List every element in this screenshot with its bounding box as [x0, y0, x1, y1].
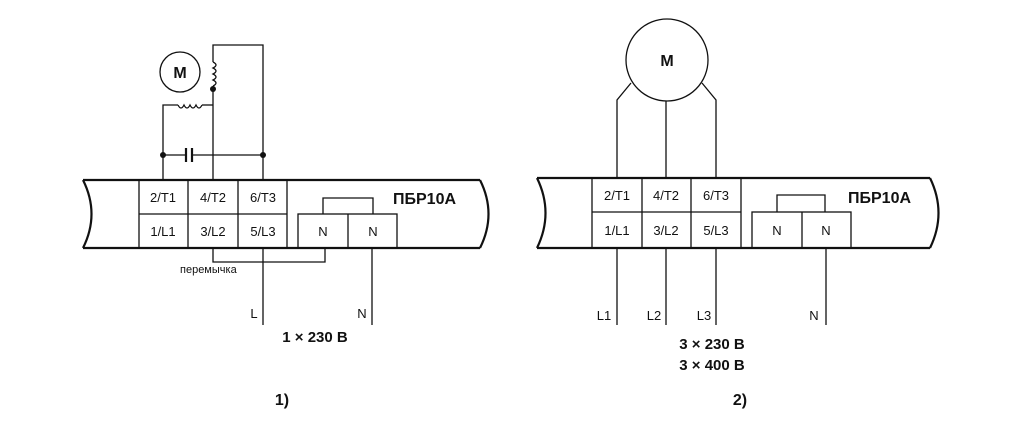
diagram-1-single-phase: 2/T1 4/T2 6/T3 1/L1 3/L2 5/L3 N N ПБР10А…: [82, 44, 490, 409]
line-label-l2: L2: [647, 308, 661, 323]
line-label-n: N: [809, 308, 818, 323]
jumper-label: перемычка: [180, 264, 238, 276]
terminal-5-l3: 5/L3: [250, 224, 275, 239]
motor-label: M: [660, 53, 673, 70]
caption-2: 2): [733, 392, 747, 409]
terminal-1-l1: 1/L1: [150, 224, 175, 239]
motor-wiring: [616, 82, 827, 325]
terminal-3-l2: 3/L2: [200, 224, 225, 239]
line-label-l1: L1: [597, 308, 611, 323]
device-name: ПБР10А: [393, 191, 456, 208]
motor-wiring: [160, 44, 266, 180]
terminal-3-l2: 3/L2: [653, 223, 678, 238]
terminal-2-t1: 2/T1: [604, 188, 630, 203]
device-strip: [536, 176, 940, 250]
terminal-5-l3: 5/L3: [703, 223, 728, 238]
winding-coil-icon: [177, 103, 203, 109]
terminal-6-t3: 6/T3: [703, 188, 729, 203]
line-label-l3: L3: [697, 308, 711, 323]
terminal-4-t2: 4/T2: [653, 188, 679, 203]
motor-symbol: [159, 51, 201, 93]
neutral-terminals: [297, 197, 398, 249]
neutral-terminals: [751, 194, 852, 249]
winding-coil-icon: [211, 61, 217, 87]
jumper-wire: [212, 248, 326, 263]
terminal-n-2: N: [368, 224, 377, 239]
motor-label: M: [173, 65, 186, 82]
caption-1: 1): [275, 392, 289, 409]
terminal-1-l1: 1/L1: [604, 223, 629, 238]
terminal-6-t3: 6/T3: [250, 190, 276, 205]
terminal-n-1: N: [772, 223, 781, 238]
line-label-n: N: [357, 306, 366, 321]
supply-voltage-400: 3 × 400 В: [679, 357, 745, 374]
supply-voltage: 1 × 230 В: [282, 329, 348, 346]
motor-symbol: [625, 18, 709, 102]
terminal-2-t1: 2/T1: [150, 190, 176, 205]
diagram-2-three-phase: 2/T1 4/T2 6/T3 1/L1 3/L2 5/L3 N N ПБР10А…: [536, 18, 940, 409]
line-label-l: L: [250, 306, 257, 321]
terminal-n-2: N: [821, 223, 830, 238]
terminal-4-t2: 4/T2: [200, 190, 226, 205]
terminal-n-1: N: [318, 224, 327, 239]
device-name: ПБР10А: [848, 190, 911, 207]
supply-voltage-230: 3 × 230 В: [679, 336, 745, 353]
